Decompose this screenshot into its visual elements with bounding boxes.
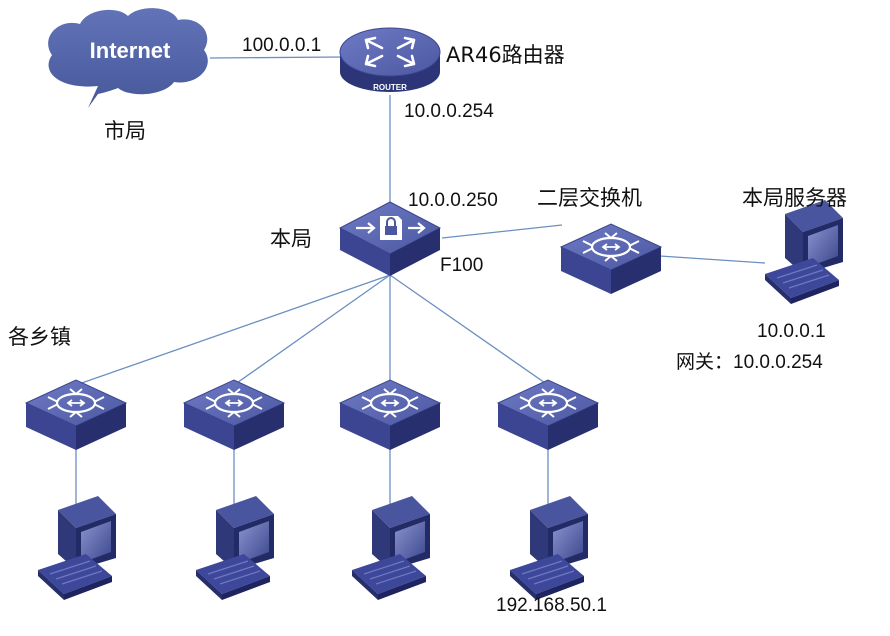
towns-label: 各乡镇	[8, 325, 71, 349]
link-firewall-l2switch	[441, 224, 563, 239]
town-pc-3-icon	[351, 495, 431, 601]
firewall-name: 本局	[270, 227, 312, 251]
link-firewall-town2	[233, 274, 391, 386]
internet-cloud-icon: Internet	[48, 8, 208, 108]
router-lan-ip: 10.0.0.254	[404, 101, 494, 122]
link-firewall-town4	[389, 274, 549, 386]
cloud-caption: 市局	[104, 119, 146, 143]
server-name: 本局服务器	[742, 186, 847, 210]
server-pc-icon	[764, 199, 844, 305]
l2-switch-name: 二层交换机	[537, 186, 642, 210]
server-gateway: 网关：10.0.0.254	[676, 352, 823, 373]
firewall-model: F100	[440, 255, 484, 276]
router-badge: ROUTER	[373, 83, 407, 92]
link-l2switch-server	[659, 255, 766, 264]
firewall-ip: 10.0.0.250	[408, 190, 498, 211]
town-switch-3-icon	[338, 378, 442, 452]
town-pc-1-icon	[37, 495, 117, 601]
router-wan-ip: 100.0.0.1	[242, 35, 322, 56]
l2-switch-icon	[559, 222, 663, 296]
town-pc-2-icon	[195, 495, 275, 601]
town-pc-4-icon	[509, 495, 589, 601]
router-icon: ROUTER	[339, 27, 441, 92]
internet-label: Internet	[90, 38, 171, 63]
server-ip: 10.0.0.1	[757, 321, 826, 342]
town-switch-2-icon	[182, 378, 286, 452]
town-pc-ip: 192.168.50.1	[496, 595, 607, 616]
town-switch-1-icon	[24, 378, 128, 452]
town-switch-4-icon	[496, 378, 600, 452]
link-internet-router	[209, 56, 343, 59]
connection-lines	[75, 56, 766, 515]
firewall-icon	[338, 201, 442, 276]
link-firewall-town1	[75, 274, 391, 386]
router-name: AR46路由器	[446, 43, 565, 67]
